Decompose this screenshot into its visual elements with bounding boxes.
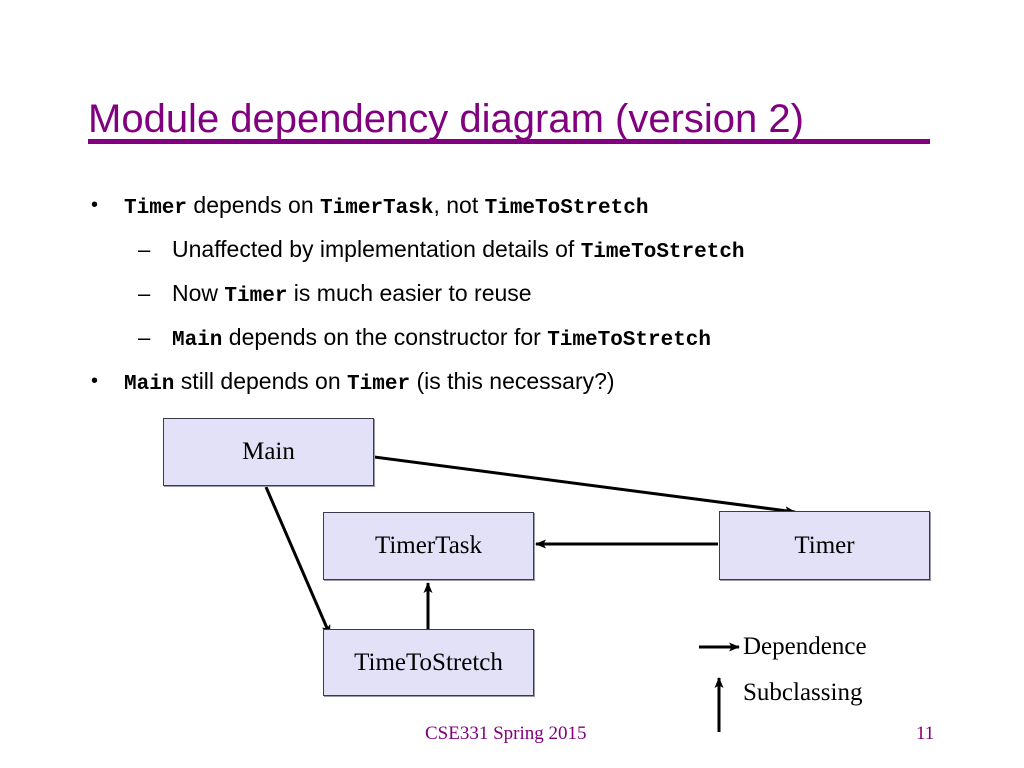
code-term: TimeToStretch	[484, 197, 649, 220]
list-item-text: Now Timer is much easier to reuse	[172, 280, 532, 308]
legend-subclassing-label: Subclassing	[743, 679, 863, 706]
diagram-node-timer[interactable]: Timer	[719, 511, 930, 580]
list-item-text: Main depends on the constructor for Time…	[172, 324, 712, 352]
plain-text: Unaffected by implementation details of	[172, 236, 581, 262]
node-label: TimeToStretch	[354, 648, 503, 676]
code-term: Timer	[124, 197, 188, 220]
dash-marker-icon: –	[138, 281, 151, 306]
list-item-text: Timer depends on TimerTask, not TimeToSt…	[124, 192, 649, 220]
title-underline-rule	[88, 139, 930, 144]
list-item: • Main still depends on Timer (is this n…	[88, 361, 968, 405]
bullet-marker-icon: •	[91, 194, 99, 216]
page-title: Module dependency diagram (version 2)	[88, 96, 804, 141]
bullet-marker-icon: •	[91, 370, 99, 392]
list-item-text: Unaffected by implementation details of …	[172, 236, 745, 264]
plain-text: still depends on	[174, 368, 348, 394]
list-item: – Now Timer is much easier to reuse	[88, 273, 968, 317]
dash-marker-icon: –	[138, 325, 151, 350]
code-term: Main	[124, 373, 175, 396]
plain-text: Now	[172, 280, 225, 306]
diagram-node-timetostretch[interactable]: TimeToStretch	[323, 629, 534, 696]
edge-main-to-timetostretch	[264, 486, 332, 636]
node-label: Main	[242, 438, 295, 465]
node-label: TimerTask	[374, 532, 483, 559]
plain-text: depends on the constructor for	[222, 324, 548, 350]
plain-text: is much easier to reuse	[287, 280, 532, 306]
plain-text: (is this necessary?)	[410, 368, 615, 394]
code-term: TimerTask	[320, 197, 434, 220]
diagram-node-main[interactable]: Main	[163, 418, 374, 486]
plain-text: , not	[433, 192, 485, 218]
diagram-node-timertask[interactable]: TimerTask	[323, 512, 534, 580]
code-term: Main	[172, 329, 223, 352]
code-term: TimeToStretch	[547, 329, 712, 352]
footer-page-number: 11	[916, 723, 935, 744]
code-term: Timer	[347, 373, 411, 396]
code-term: Timer	[224, 285, 288, 308]
footer-course-label: CSE331 Spring 2015	[425, 723, 587, 744]
plain-text: depends on	[187, 192, 321, 218]
legend-dependence-label: Dependence	[743, 633, 867, 660]
edge-main-to-timer	[373, 455, 796, 516]
list-item-text: Main still depends on Timer (is this nec…	[124, 368, 615, 396]
code-term: TimeToStretch	[580, 241, 745, 264]
list-item: – Main depends on the constructor for Ti…	[88, 317, 968, 361]
list-item: – Unaffected by implementation details o…	[88, 229, 968, 273]
bullet-list: • Timer depends on TimerTask, not TimeTo…	[88, 185, 968, 405]
node-label: Timer	[794, 531, 855, 559]
dash-marker-icon: –	[138, 237, 151, 262]
list-item: • Timer depends on TimerTask, not TimeTo…	[88, 185, 968, 229]
